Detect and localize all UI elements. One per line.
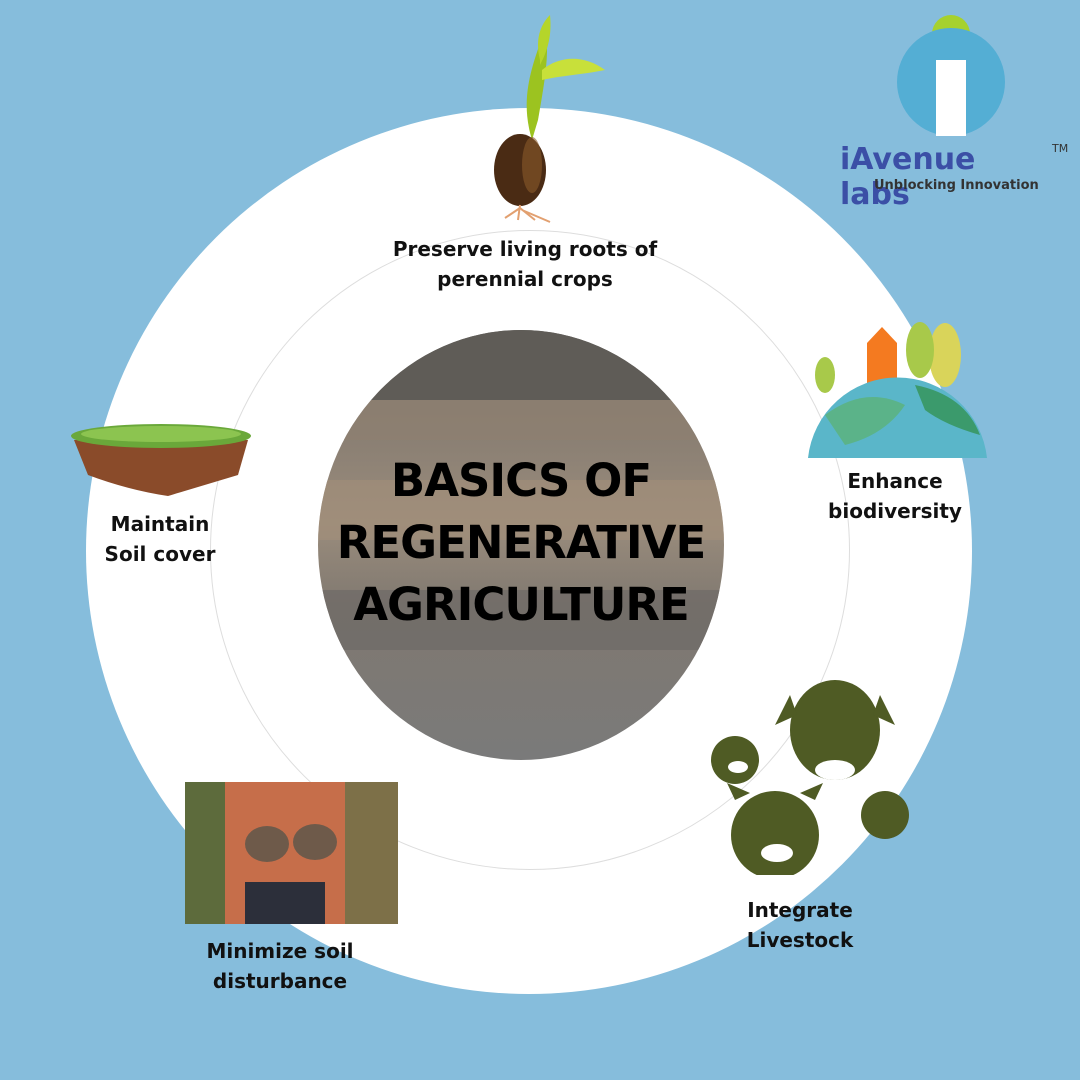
title-line: REGENERATIVE: [336, 516, 706, 569]
center-soil-image: [318, 330, 724, 760]
label-line: Integrate: [747, 898, 853, 922]
soil-hands-photo: [185, 782, 398, 924]
principle-soil-cover: Maintain Soil cover: [90, 509, 230, 569]
label-line: Maintain: [110, 512, 210, 536]
livestock-icon: [711, 680, 909, 875]
soil-texture: [318, 330, 724, 650]
principle-biodiversity: Enhance biodiversity: [820, 466, 970, 526]
main-title: BASICS OF REGENERATIVE AGRICULTURE: [318, 450, 724, 636]
inner-ring: [210, 230, 850, 870]
label-line: biodiversity: [828, 499, 962, 523]
label-line: Minimize soil: [206, 939, 354, 963]
trademark: TM: [1052, 142, 1069, 155]
title-line: BASICS OF: [390, 454, 652, 507]
grass-soil-icon: [71, 424, 251, 496]
label-line: Soil cover: [104, 542, 216, 566]
logo-mark: [897, 15, 1005, 136]
globe-trees-icon: [808, 322, 987, 458]
principle-livestock: Integrate Livestock: [735, 895, 865, 955]
label-line: disturbance: [212, 969, 348, 993]
title-line: AGRICULTURE: [353, 578, 690, 631]
label-line: Enhance: [847, 469, 943, 493]
principle-preserve-roots: Preserve living roots of perennial crops: [380, 234, 670, 294]
brand-tagline: Unblocking Innovation: [874, 178, 1039, 193]
label-line: Preserve living roots of: [392, 237, 658, 261]
label-line: perennial crops: [437, 267, 613, 291]
label-line: Livestock: [746, 928, 854, 952]
principle-minimize-disturbance: Minimize soil disturbance: [190, 936, 370, 996]
seedling-icon: [494, 15, 605, 223]
brand-name: iAvenue labs: [840, 142, 976, 212]
